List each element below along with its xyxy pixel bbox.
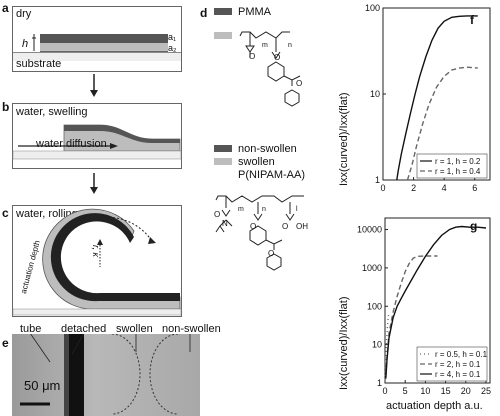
pmma-layer	[40, 34, 168, 43]
chart-g-ytick-label: 10	[372, 340, 382, 350]
atom-o-7: O	[268, 249, 275, 258]
chart-f-series-1	[396, 15, 478, 181]
pnipam-label: P(NIPAM-AA)	[238, 169, 306, 181]
swelling-drawing	[12, 124, 182, 160]
pmma-light-swatch	[214, 32, 232, 39]
atom-o-5: O	[250, 222, 257, 231]
non-swollen-swatch	[214, 145, 232, 152]
chart-f-legend-box	[416, 153, 488, 179]
sub-l: l	[296, 206, 298, 213]
chart-g-series-3	[385, 225, 487, 379]
a1-label: a₁	[168, 32, 177, 42]
swollen-e-label: swollen	[116, 323, 153, 335]
swollen-label: swollen	[238, 156, 275, 168]
panel-a-title: dry	[16, 8, 32, 20]
h-label: h	[22, 38, 29, 50]
atom-o-6: O	[282, 222, 289, 231]
panel-c-title: water, rolling	[16, 208, 78, 220]
chart-g-xtick-label: 0	[382, 386, 387, 396]
non-swollen-label: non-swollen	[238, 143, 297, 155]
atom-o-1: O	[249, 52, 256, 61]
swollen-swatch	[214, 158, 232, 165]
chart-g-xtick-label: 20	[461, 386, 471, 396]
chart-f-ytick-label: 100	[365, 3, 380, 13]
chart-g-ytick-label: 1	[377, 378, 382, 388]
chart-g-ytick-label: 1000	[362, 263, 382, 273]
chart-f-ylabel: Ixx(curved)/Ixx(flat)	[338, 92, 350, 186]
chart-g-xlabel: actuation depth a.u.	[386, 400, 483, 412]
chart-f-series-2	[406, 66, 478, 181]
chart-g-legend-label-2: r = 2, h = 0.1	[435, 360, 481, 369]
micrograph	[12, 334, 200, 416]
chart-f: 0 2 4 6 1 10 100 r = 1, h = 0.2r = 1, h = 0.4	[365, 3, 491, 193]
substrate-strip	[13, 52, 181, 61]
chart-g: 0 5 10 15 20 25 1 10 100 1000 10000 r = 0.5, h = 0.…	[357, 217, 491, 396]
chart-f-legend-label-1: r = 1, h = 0.2	[435, 157, 481, 166]
tube-label: tube	[20, 323, 42, 335]
chart-f-xtick-label: 6	[472, 183, 477, 193]
panel-a-letter: a	[2, 1, 9, 15]
panel-c-letter: c	[2, 206, 9, 220]
chart-g-legend-label-1: r = 0.5, h = 0.1	[435, 350, 488, 359]
chart-f-xtick-label: 2	[411, 183, 416, 193]
panel-b-letter: b	[2, 100, 10, 114]
scale-bar-label: 50 μm	[24, 378, 61, 393]
rolling-drawing	[12, 208, 182, 316]
atom-o-4: O	[214, 210, 221, 219]
pmma-structure	[239, 31, 301, 107]
chart-g-ytick-label: 10000	[357, 225, 382, 235]
chart-g-ylabel: Ixx(curved)/Ixx(flat)	[338, 296, 350, 390]
chart-g-series-2	[385, 255, 438, 377]
chart-f-xtick-label: 4	[442, 183, 447, 193]
water-diffusion-label: water diffusion	[36, 138, 107, 150]
pnipam-layer	[40, 43, 168, 52]
chart-g-legend-label-3: r = 4, h = 0.1	[435, 370, 481, 379]
sub-n-2: n	[262, 206, 266, 213]
chart-f-ytick-label: 1	[375, 175, 380, 185]
radius-label: r, κ	[91, 245, 101, 258]
sub-m-2: m	[238, 206, 244, 213]
detached-label: detached	[61, 323, 107, 335]
pmma-label: PMMA	[238, 6, 271, 18]
panel-g-letter: g	[470, 219, 478, 233]
chart-g-xtick-label: 25	[481, 386, 491, 396]
panel-b-title: water, swelling	[16, 106, 88, 118]
atom-o-3: O	[296, 79, 303, 88]
chart-g-ytick-label: 100	[367, 301, 382, 311]
atom-n: N	[222, 219, 228, 228]
non-swollen-e-label: non-swollen	[162, 323, 221, 335]
atom-oh: OH	[296, 222, 308, 231]
panel-e-letter: e	[2, 336, 9, 350]
pnipam-structure	[215, 195, 304, 271]
atom-o-2: O	[274, 53, 281, 62]
substrate-label: substrate	[16, 58, 62, 70]
a2-label: a₂	[168, 43, 177, 53]
sub-n-1: n	[288, 42, 292, 49]
panel-f-letter: f	[470, 13, 474, 27]
chart-f-legend-label-2: r = 1, h = 0.4	[435, 167, 481, 176]
chart-g-plot-frame	[384, 217, 491, 384]
chart-g-xtick-label: 15	[441, 386, 451, 396]
chart-f-ytick-label: 10	[370, 89, 380, 99]
chart-f-xtick-label: 0	[380, 183, 385, 193]
chart-g-xtick-label: 10	[420, 386, 430, 396]
chart-g-xtick-label: 5	[403, 386, 408, 396]
pmma-swatch	[214, 8, 232, 15]
panel-d-letter: d	[200, 6, 208, 20]
sub-m-1: m	[262, 42, 268, 49]
